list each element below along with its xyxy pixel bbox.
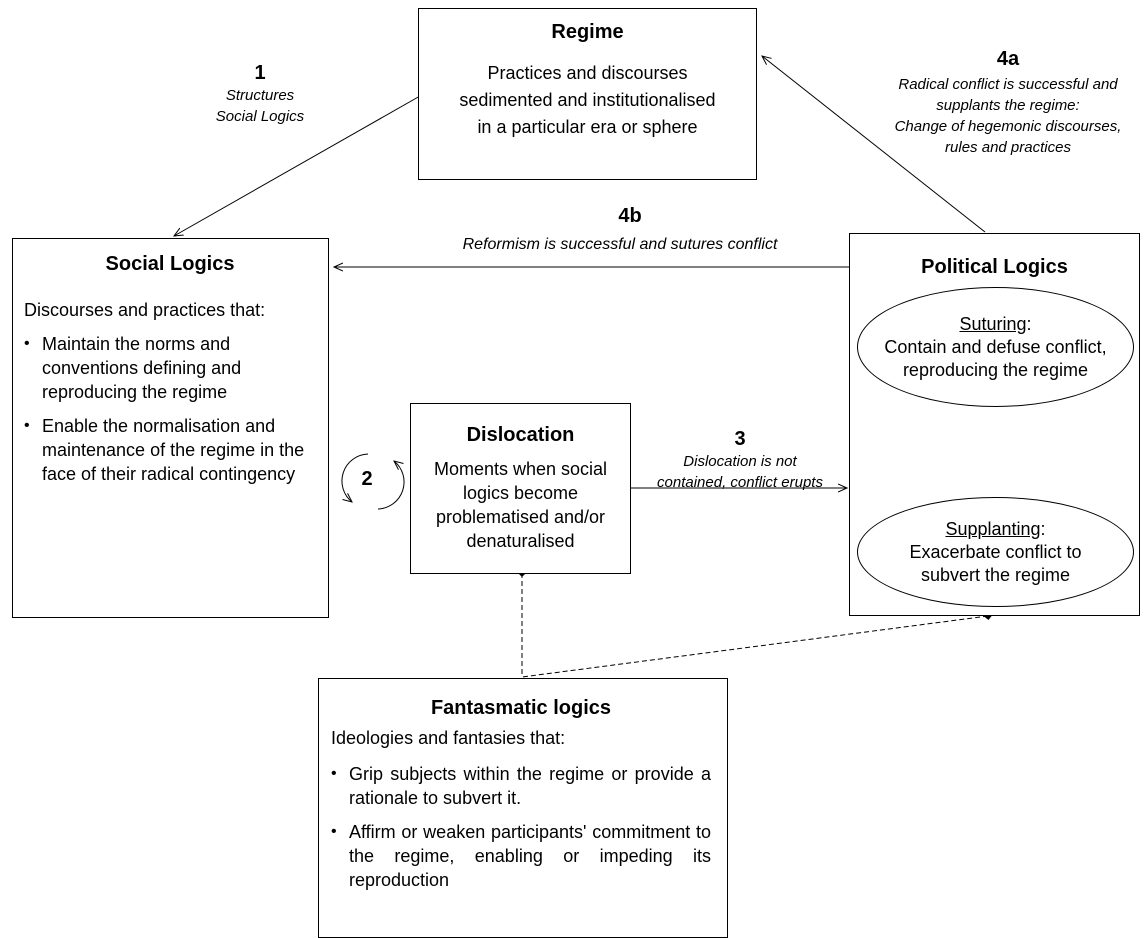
loop-arrow-left <box>341 453 369 502</box>
loop-arrow-right <box>377 461 405 510</box>
social-logics-bullets: Maintain the norms and conventions defin… <box>24 332 316 486</box>
suturing-heading: Suturing <box>959 313 1027 334</box>
fantasmatic-intro: Ideologies and fantasies that: <box>331 728 566 748</box>
arrow-3-label: 3 Dislocation is not contained, conflict… <box>657 428 823 491</box>
supplanting-heading: Supplanting <box>945 518 1041 539</box>
social-logics-box: Social Logics Discourses and practices t… <box>12 238 329 618</box>
fantasmatic-bullets: Grip subjects within the regime or provi… <box>331 762 711 892</box>
social-logics-title: Social Logics <box>105 253 235 275</box>
regime-description: Practices and discourses sedimented and … <box>459 63 716 137</box>
list-item: Maintain the norms and conventions defin… <box>24 332 316 404</box>
suturing-ellipse: Suturing: Contain and defuse conflict, r… <box>857 287 1134 407</box>
dislocation-title: Dislocation <box>466 424 575 446</box>
dashed-connector-political <box>521 612 992 678</box>
supplanting-ellipse: Supplanting: Exacerbate conflict to subv… <box>857 497 1134 607</box>
regime-title: Regime <box>551 21 624 43</box>
fantasmatic-logics-box: Fantasmatic logics Ideologies and fantas… <box>318 678 728 938</box>
regime-box: Regime Practices and discourses sediment… <box>418 8 757 180</box>
list-item: Affirm or weaken participants' commitmen… <box>331 820 711 892</box>
arrow-1 <box>174 95 421 236</box>
arrow-4a-label: 4a Radical conflict is successful and su… <box>894 48 1122 156</box>
fantasmatic-title: Fantasmatic logics <box>430 697 612 719</box>
dislocation-box: Dislocation Moments when social logics b… <box>410 403 631 574</box>
arrow-4a <box>762 56 986 233</box>
arrow-4b-label: 4b Reformism is successful and sutures c… <box>462 205 778 253</box>
arrow-2-label: 2 <box>361 468 373 490</box>
arrow-1-label: 1 Structures Social Logics <box>215 62 305 125</box>
suturing-text: Contain and defuse conflict, reproducing… <box>884 336 1107 380</box>
political-logics-title: Political Logics <box>921 256 1068 278</box>
dislocation-text: Moments when social logics become proble… <box>433 459 608 551</box>
supplanting-text: Exacerbate conflict to subvert the regim… <box>909 541 1082 585</box>
social-logics-intro: Discourses and practices that: <box>24 300 266 320</box>
list-item: Grip subjects within the regime or provi… <box>331 762 711 810</box>
list-item: Enable the normalisation and maintenance… <box>24 414 316 486</box>
